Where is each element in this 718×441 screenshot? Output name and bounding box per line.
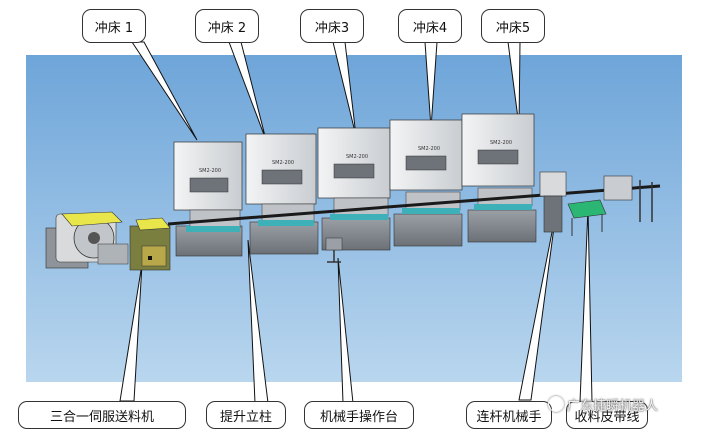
watermark-text: 广东捷瞬机器人 <box>567 399 659 414</box>
link-robot <box>539 171 567 233</box>
callout-press-3: 冲床3 <box>300 9 364 43</box>
press-plate-5: SM2-200 <box>490 140 512 146</box>
press-bases <box>175 209 537 257</box>
callout-conveyor: 收料皮带线 <box>566 401 648 429</box>
press-plate-1: SM2-200 <box>199 168 221 174</box>
robot-rail <box>167 184 661 226</box>
press-plate-3: SM2-200 <box>346 154 368 160</box>
callout-press-4: 冲床4 <box>398 9 462 43</box>
feeder-machine <box>45 211 171 271</box>
watermark: 广东捷瞬机器人 <box>548 395 658 414</box>
callout-press-1: 冲床 1 <box>82 9 146 43</box>
callout-press-2: 冲床 2 <box>195 9 259 43</box>
conveyor-line <box>567 175 653 236</box>
callout-column: 提升立柱 <box>206 401 286 429</box>
press-2: SM2-200 <box>245 133 317 226</box>
press-plate-4: SM2-200 <box>418 146 440 152</box>
callout-press-5: 冲床5 <box>481 9 545 43</box>
press-4: SM2-200 <box>389 119 463 214</box>
callout-robot: 连杆机械手 <box>466 401 552 429</box>
robot-console <box>325 237 343 263</box>
wechat-logo-icon <box>548 396 564 412</box>
press-plate-2: SM2-200 <box>272 160 294 166</box>
callout-console: 机械手操作台 <box>304 401 414 429</box>
callout-feeder: 三合一伺服送料机 <box>18 401 186 429</box>
